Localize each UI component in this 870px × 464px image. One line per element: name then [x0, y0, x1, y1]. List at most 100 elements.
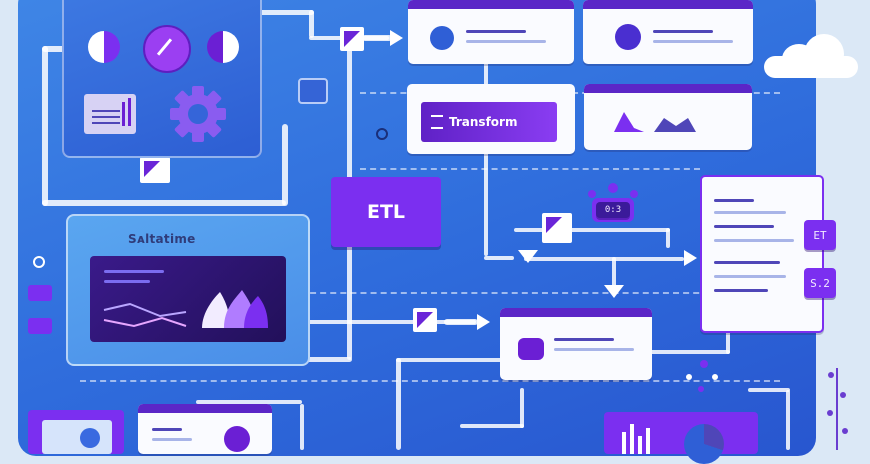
- image-icon: [42, 420, 112, 454]
- list-icon: [431, 115, 443, 129]
- grid-line: [300, 292, 800, 294]
- connector-line: [396, 358, 504, 362]
- connector-line: [748, 388, 790, 392]
- bottom-left-card: [28, 410, 124, 454]
- report-card: [700, 175, 824, 333]
- pie-chart-icon: [207, 31, 239, 63]
- card-text-line: [152, 428, 182, 431]
- ring-icon: [33, 256, 45, 268]
- connector-line: [42, 46, 66, 52]
- widget-chip: 0:3: [596, 202, 630, 218]
- card-text-line: [152, 438, 192, 441]
- node-dot: [588, 190, 596, 198]
- chart-card: [584, 84, 752, 150]
- realtime-label: Sᴀltatime: [128, 232, 196, 246]
- node-dot: [686, 374, 692, 380]
- bottom-chart-card: [604, 412, 758, 464]
- connector-line: [666, 228, 670, 248]
- arrow-down-icon: [604, 285, 624, 298]
- arrow-right-icon: [390, 30, 403, 46]
- right-chip-bottom: S.2: [804, 268, 836, 298]
- card-text-line: [466, 40, 546, 43]
- card-text-line: [714, 289, 768, 292]
- panel-text-line: [104, 280, 150, 283]
- triangle-icon: [413, 308, 437, 332]
- pie-chart-icon: [684, 424, 724, 464]
- card-text-line: [714, 275, 786, 278]
- chart-bar: [638, 436, 642, 454]
- ring-icon: [376, 128, 388, 140]
- chart-bar: [622, 432, 626, 454]
- chart-bar: [630, 424, 634, 454]
- connector-line: [300, 404, 304, 450]
- triangle-icon: [340, 27, 364, 51]
- right-chip-top: ET: [804, 220, 836, 250]
- connector-line: [514, 228, 670, 232]
- connector-line: [309, 10, 314, 38]
- shield-icon: [615, 24, 641, 50]
- globe-icon: [80, 428, 100, 448]
- node-dot: [698, 386, 704, 392]
- connector-line: [484, 256, 514, 260]
- source-card: [583, 0, 753, 64]
- gear-icon: [170, 86, 226, 142]
- left-node-chip: [28, 285, 52, 301]
- card-text-line: [554, 338, 614, 341]
- connector-line: [42, 46, 48, 206]
- etl-label: ETL: [366, 201, 406, 223]
- triangle-icon: [542, 213, 572, 243]
- transform-label: Transform: [449, 115, 518, 129]
- analytics-module-card: [62, 0, 262, 158]
- database-icon: [518, 338, 544, 360]
- transform-card: Transform: [407, 84, 575, 154]
- card-header: [583, 0, 753, 9]
- panel-text-line: [104, 270, 164, 273]
- load-card: [500, 308, 652, 380]
- code-bracket-icon: [298, 78, 328, 104]
- connector-line: [612, 257, 616, 287]
- chart-bar: [646, 428, 650, 454]
- connector-line: [524, 257, 684, 261]
- transform-banner: Transform: [421, 102, 557, 142]
- connector-line: [726, 330, 730, 354]
- grid-line: [360, 168, 700, 170]
- connector-line: [306, 320, 476, 324]
- line-chart-icon: [103, 290, 268, 328]
- arrow-down-icon: [518, 250, 538, 263]
- card-header: [408, 0, 574, 9]
- flame-chart-icon: [614, 112, 696, 132]
- shield-icon: [430, 26, 454, 50]
- realtime-chart-panel: [90, 256, 286, 342]
- card-header: [584, 84, 752, 93]
- plant-sprig-icon: [822, 362, 852, 450]
- connector-line: [362, 35, 392, 41]
- card-text-line: [653, 40, 733, 43]
- card-text-line: [466, 30, 526, 33]
- connector-line: [460, 424, 524, 428]
- bar-chart-icon: [84, 94, 136, 134]
- connector-line: [786, 390, 790, 450]
- card-header: [138, 404, 272, 413]
- etl-node: ETL: [331, 177, 441, 247]
- card-text-line: [714, 261, 780, 264]
- arrow-right-icon: [477, 314, 490, 330]
- card-header: [500, 308, 652, 317]
- connector-line: [650, 350, 730, 354]
- bottom-card: [138, 404, 272, 454]
- card-text-line: [653, 30, 713, 33]
- connector-line: [484, 56, 488, 256]
- card-text-line: [714, 199, 754, 202]
- connector-line: [42, 200, 286, 206]
- gauge-icon: [143, 25, 191, 73]
- node-dot: [630, 190, 638, 198]
- node-dot: [700, 360, 708, 368]
- card-text-line: [714, 225, 774, 228]
- node-dot: [608, 183, 618, 193]
- connector-line: [306, 357, 352, 362]
- connector-line: [444, 319, 478, 325]
- card-text-line: [714, 239, 794, 242]
- pie-chart-icon: [224, 426, 250, 452]
- cloud-icon: [760, 34, 860, 82]
- card-text-line: [554, 348, 634, 351]
- source-card: [408, 0, 574, 64]
